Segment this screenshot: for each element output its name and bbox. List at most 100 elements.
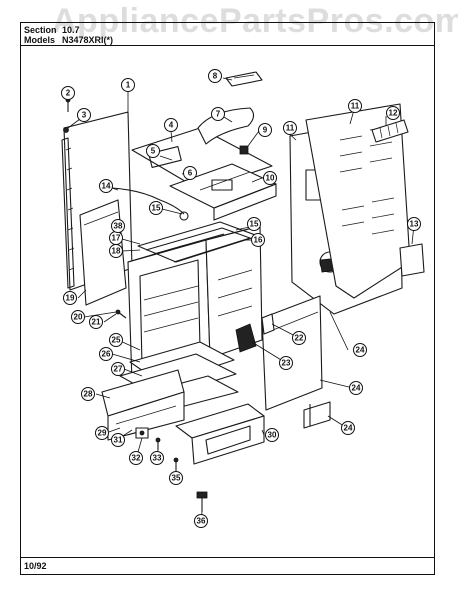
svg-text:24: 24 — [356, 346, 365, 355]
callout-26: 14 — [99, 179, 113, 193]
svg-text:30: 30 — [268, 431, 277, 440]
part-lower-side-panel — [261, 295, 323, 411]
callout-29: 18 — [109, 244, 123, 258]
part-side-bracket — [399, 243, 425, 277]
section-value: 10.7 — [62, 25, 80, 35]
svg-text:26: 26 — [102, 350, 111, 359]
callout-28: 17 — [109, 231, 123, 245]
svg-text:22: 22 — [295, 334, 304, 343]
callout-14: 21 — [89, 315, 103, 329]
models-label: Models — [24, 35, 56, 45]
callout-13: 24 — [353, 343, 367, 357]
callout-21: 25 — [109, 333, 123, 347]
svg-text:16: 16 — [254, 236, 263, 245]
callout-24-left: 19 — [63, 291, 77, 305]
callout-30: 38 — [111, 219, 125, 233]
svg-text:29: 29 — [98, 429, 107, 438]
svg-text:33: 33 — [153, 454, 162, 463]
callout-20: 23 — [279, 356, 293, 370]
svg-text:24: 24 — [344, 424, 353, 433]
svg-text:14: 14 — [102, 182, 111, 191]
svg-text:15: 15 — [250, 220, 259, 229]
part-hinge-bracket — [235, 323, 257, 353]
svg-text:38: 38 — [114, 222, 123, 231]
svg-text:5: 5 — [151, 147, 156, 156]
callout-16: 36 — [194, 514, 208, 528]
callout-3: 4 — [164, 118, 178, 132]
part-screw-15-lower — [155, 437, 161, 450]
callout-33: 6 — [183, 166, 197, 180]
svg-text:13: 13 — [410, 220, 419, 229]
svg-text:1: 1 — [126, 81, 131, 90]
part-foot-18 — [135, 427, 149, 439]
svg-text:15: 15 — [152, 204, 161, 213]
part-rear-cover — [305, 103, 411, 299]
callout-22: 15 — [247, 217, 261, 231]
svg-text:27: 27 — [114, 365, 123, 374]
callout-23: 24 — [341, 421, 355, 435]
part-sensor-tube — [111, 187, 185, 215]
callout-35: 9 — [258, 123, 272, 137]
part-insulation — [197, 107, 255, 145]
callout-5: 3 — [77, 108, 91, 122]
svg-text:20: 20 — [74, 313, 83, 322]
callout-32: 8 — [208, 69, 222, 83]
part-screw-12 — [173, 457, 179, 472]
svg-text:23: 23 — [282, 359, 291, 368]
svg-text:17: 17 — [112, 234, 121, 243]
part-bracket-32 — [225, 71, 263, 87]
svg-text:12: 12 — [389, 109, 398, 118]
svg-text:9: 9 — [263, 126, 268, 135]
callout-8: 13 — [407, 217, 421, 231]
callout-11-left: 28 — [81, 387, 95, 401]
diagram-frame — [20, 22, 435, 575]
callout-6: 2 — [61, 86, 75, 100]
svg-text:24: 24 — [352, 384, 361, 393]
watermark: AppliancePartsPros.com — [52, 2, 458, 40]
svg-text:32: 32 — [132, 454, 141, 463]
svg-text:18: 18 — [112, 247, 121, 256]
callout-9: 26 — [99, 347, 113, 361]
svg-text:21: 21 — [92, 318, 101, 327]
svg-text:31: 31 — [114, 436, 123, 445]
svg-text:35: 35 — [172, 474, 181, 483]
callout-38: 12 — [386, 106, 400, 120]
callout-7: 11 — [348, 99, 362, 113]
part-storage-drawer — [175, 403, 265, 465]
callout-25: 16 — [251, 233, 265, 247]
part-clip-5 — [63, 127, 69, 133]
svg-text:3: 3 — [82, 111, 87, 120]
callout-10: 29 — [95, 426, 109, 440]
svg-text:4: 4 — [169, 121, 174, 130]
svg-text:25: 25 — [112, 336, 121, 345]
callout-12: 35 — [169, 471, 183, 485]
part-screw-14 — [115, 309, 127, 319]
callout-24-top: 5 — [146, 144, 160, 158]
footer-divider — [20, 557, 435, 558]
callout-2: 1 — [121, 78, 135, 92]
part-clip — [239, 145, 249, 155]
part-leg-bracket — [303, 401, 331, 429]
part-latch — [261, 313, 275, 335]
svg-text:28: 28 — [84, 390, 93, 399]
svg-text:6: 6 — [188, 169, 193, 178]
callout-19: 27 — [111, 362, 125, 376]
svg-text:11: 11 — [286, 124, 295, 133]
models-value: N3478XRI(*) — [62, 35, 114, 45]
callout-36: 10 — [263, 171, 277, 185]
callout-24-right: 24 — [349, 381, 363, 395]
svg-text:10: 10 — [266, 174, 275, 183]
callout-1: 11 — [283, 121, 297, 135]
part-leveling-leg — [196, 491, 208, 512]
svg-text:36: 36 — [197, 517, 206, 526]
callout-4: 22 — [292, 331, 306, 345]
footer-date-code: 10/92 — [24, 561, 47, 571]
header-divider — [20, 45, 435, 46]
callout-31: 7 — [211, 107, 225, 121]
part-sensor-clip — [179, 211, 189, 221]
callout-27: 15 — [149, 201, 163, 215]
section-label: Section — [24, 25, 57, 35]
callout-11-right: 30 — [265, 428, 279, 442]
callout-17: 31 — [111, 433, 125, 447]
